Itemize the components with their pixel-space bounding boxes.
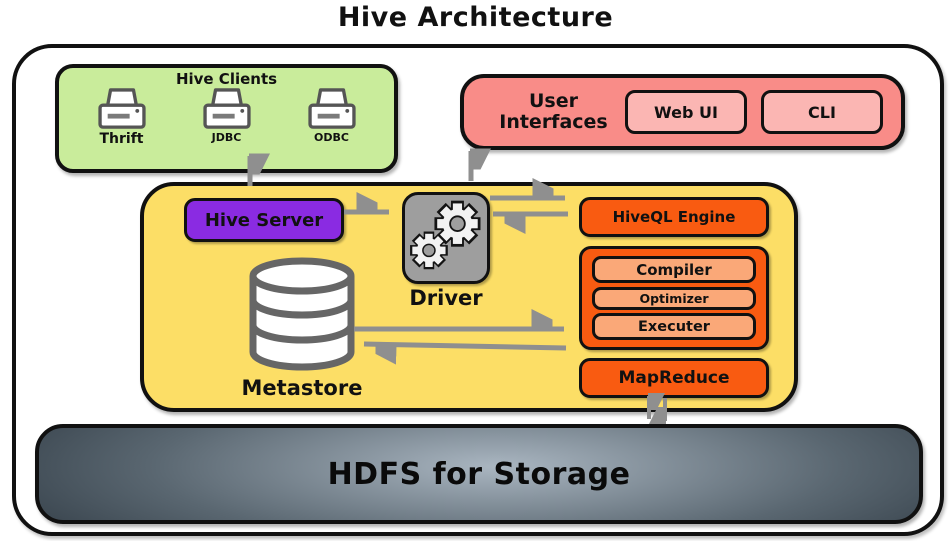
- hiveql-engine-node: HiveQL Engine: [579, 197, 769, 237]
- hive-clients-title: Hive Clients: [175, 70, 278, 88]
- user-interfaces-title: User Interfaces: [499, 90, 608, 133]
- metastore-label: Metastore: [241, 376, 363, 400]
- driver-label: Driver: [409, 286, 483, 310]
- web-ui-node: Web UI: [625, 90, 747, 134]
- client-label: JDBC: [211, 131, 242, 144]
- client-odbc: ODBC: [304, 88, 360, 144]
- client-label: ODBC: [314, 131, 349, 144]
- cli-node: CLI: [761, 90, 883, 134]
- printer-icon: [97, 88, 146, 129]
- hdfs-storage-node: HDFS for Storage: [35, 424, 923, 524]
- engine-pipeline-group: Compiler Optimizer Executer: [579, 246, 769, 350]
- client-label: Thrift: [99, 131, 144, 147]
- executer-node: Executer: [592, 313, 756, 340]
- client-jdbc: JDBC: [199, 88, 255, 144]
- gears-icon: [410, 200, 481, 270]
- client-thrift: Thrift: [94, 88, 150, 147]
- user-interfaces-buttons: Web UI CLI: [625, 90, 883, 134]
- hive-server-node: Hive Server: [184, 198, 344, 242]
- driver-node: [402, 192, 490, 284]
- hive-clients-group: Hive Clients Thrift JDBC: [55, 64, 398, 173]
- page-title: Hive Architecture: [337, 2, 614, 33]
- hive-core-group: Hive Server: [140, 182, 798, 412]
- hive-clients-row: Thrift JDBC ODBC: [59, 88, 394, 169]
- hdfs-storage-label: HDFS for Storage: [327, 456, 631, 492]
- optimizer-node: Optimizer: [592, 286, 756, 310]
- printer-icon: [202, 88, 251, 129]
- mapreduce-node: MapReduce: [579, 358, 769, 398]
- user-interfaces-group: User Interfaces Web UI CLI: [460, 74, 905, 150]
- printer-icon: [307, 88, 356, 129]
- database-icon: [244, 256, 360, 378]
- compiler-node: Compiler: [592, 256, 756, 283]
